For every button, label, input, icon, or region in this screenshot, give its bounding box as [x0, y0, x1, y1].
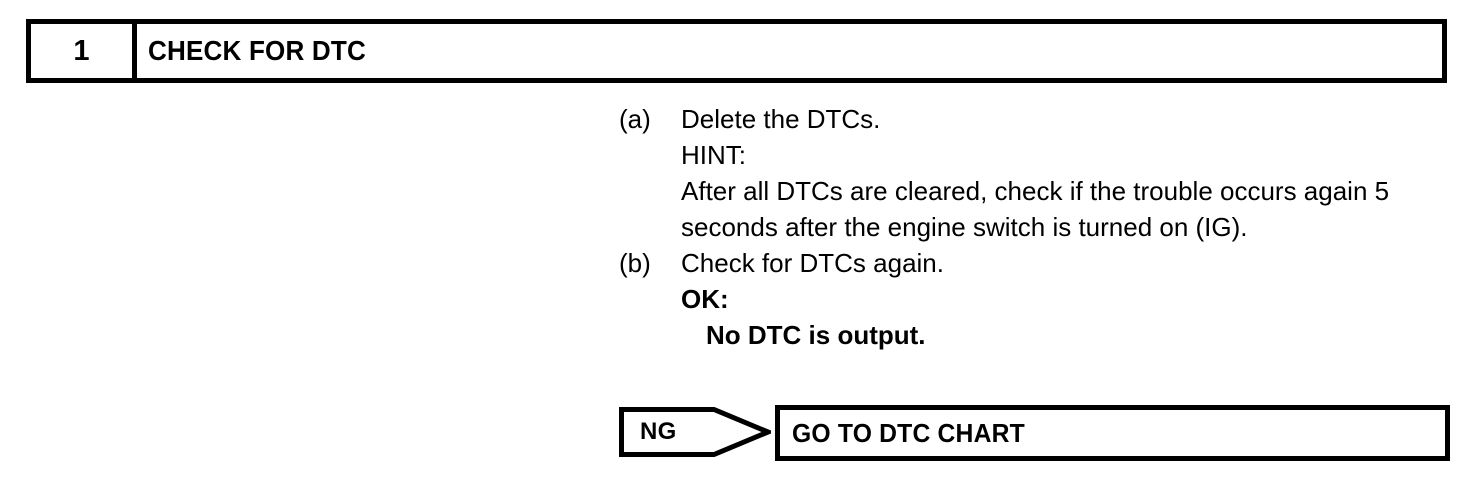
- procedure-item-a-marker: (a): [619, 104, 651, 134]
- ng-arrow-flag: NG: [619, 407, 771, 457]
- goto-dtc-chart-box[interactable]: GO TO DTC CHART: [775, 405, 1450, 461]
- step-number: 1: [73, 34, 90, 67]
- procedure-item-a-hint-label: HINT:: [681, 140, 746, 170]
- procedure-item-b: (b) Check for DTCs again. OK: No DTC is …: [619, 245, 1449, 353]
- goto-dtc-chart-label: GO TO DTC CHART: [792, 418, 1025, 448]
- procedure-item-a-body: Delete the DTCs. HINT: After all DTCs ar…: [681, 101, 1451, 245]
- step-number-cell: 1: [31, 24, 137, 78]
- procedure-item-b-ok-criteria: No DTC is output.: [706, 320, 926, 350]
- procedure-list: (a) Delete the DTCs. HINT: After all DTC…: [619, 101, 1449, 353]
- branch-row: NG GO TO DTC CHART: [619, 405, 1450, 462]
- procedure-item-b-ok-label: OK:: [681, 284, 729, 314]
- step-title-cell: CHECK FOR DTC: [137, 24, 1442, 78]
- procedure-item-a-instruction: Delete the DTCs.: [681, 104, 881, 134]
- procedure-item-b-marker: (b): [619, 248, 651, 278]
- procedure-item-b-instruction: Check for DTCs again.: [681, 248, 944, 278]
- arrow-right-pennant-icon: [619, 407, 771, 457]
- procedure-item-a-hint-text: After all DTCs are cleared, check if the…: [681, 176, 1390, 242]
- step-header-box: 1 CHECK FOR DTC: [26, 19, 1447, 83]
- step-title: CHECK FOR DTC: [148, 35, 366, 66]
- procedure-item-b-body: Check for DTCs again. OK: No DTC is outp…: [681, 245, 1449, 353]
- procedure-item-a: (a) Delete the DTCs. HINT: After all DTC…: [619, 101, 1449, 245]
- ng-label: NG: [640, 418, 677, 445]
